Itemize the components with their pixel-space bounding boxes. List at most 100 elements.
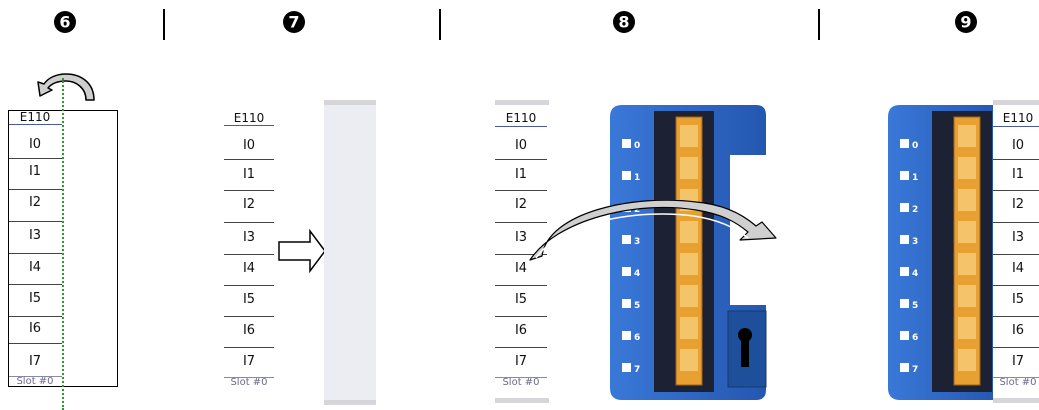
module-header-label: E110 xyxy=(19,110,51,124)
label-divider xyxy=(9,316,62,317)
svg-text:1: 1 xyxy=(912,173,918,183)
input-label-i1: I1 xyxy=(28,164,42,179)
input-label-i6: I6 xyxy=(242,323,256,338)
label-divider xyxy=(9,284,62,285)
input-label-i7: I7 xyxy=(514,354,528,369)
svg-text:5: 5 xyxy=(912,301,918,311)
step-6-panel: E110 I0 I1 I2 I3 I4 I5 I6 I7 Slot #0 xyxy=(0,0,160,410)
label-divider xyxy=(993,159,1039,160)
step-8-panel: E110 I0 I1 I2 I3 I4 I5 I6 I7 Slot #0 xyxy=(495,100,777,403)
label-divider xyxy=(224,316,274,317)
label-divider xyxy=(9,253,62,254)
input-label-i2: I2 xyxy=(514,197,528,212)
header-divider xyxy=(224,125,274,126)
slot-label: Slot #0 xyxy=(999,377,1037,388)
svg-text:5: 5 xyxy=(634,301,640,311)
input-label-i0: I0 xyxy=(1011,138,1025,153)
slot-divider xyxy=(495,377,547,378)
divider xyxy=(439,9,441,40)
svg-text:8: 8 xyxy=(618,13,629,32)
inserted-label-strip xyxy=(993,100,1039,403)
label-divider xyxy=(224,222,274,223)
push-arrow-icon xyxy=(278,228,326,274)
label-divider xyxy=(495,347,547,348)
input-label-i5: I5 xyxy=(28,291,42,306)
input-label-i5: I5 xyxy=(242,292,256,307)
input-label-i5: I5 xyxy=(514,292,528,307)
input-label-i7: I7 xyxy=(242,354,256,369)
input-label-i2: I2 xyxy=(1011,197,1025,212)
divider xyxy=(163,9,165,40)
input-label-i3: I3 xyxy=(514,230,528,245)
input-label-i1: I1 xyxy=(242,167,256,182)
module-header-label: E110 xyxy=(233,111,265,125)
slot-divider xyxy=(9,376,62,377)
label-divider xyxy=(993,316,1039,317)
label-divider xyxy=(9,343,62,344)
input-label-i4: I4 xyxy=(28,260,42,275)
strip-top-cap xyxy=(495,100,549,105)
input-label-i2: I2 xyxy=(242,197,256,212)
input-label-i5: I5 xyxy=(1011,292,1025,307)
input-label-i2: I2 xyxy=(28,195,42,210)
header-divider xyxy=(9,124,62,125)
step-7-number: 7 xyxy=(283,11,305,33)
label-divider xyxy=(9,221,62,222)
input-label-i1: I1 xyxy=(1011,167,1025,182)
label-divider xyxy=(495,222,547,223)
step-8-number: 8 xyxy=(613,11,635,33)
svg-text:0: 0 xyxy=(634,141,640,151)
module-header-label: E110 xyxy=(505,111,537,125)
svg-text:6: 6 xyxy=(59,13,70,32)
input-label-i4: I4 xyxy=(514,261,528,276)
svg-text:3: 3 xyxy=(634,237,640,247)
input-label-i4: I4 xyxy=(1011,261,1025,276)
label-divider xyxy=(224,190,274,191)
input-label-i3: I3 xyxy=(1011,230,1025,245)
swing-arrow-icon xyxy=(529,200,777,261)
slot-divider xyxy=(224,377,274,378)
label-divider xyxy=(224,254,274,255)
svg-text:7: 7 xyxy=(912,365,918,375)
input-label-i6: I6 xyxy=(514,323,528,338)
svg-text:1: 1 xyxy=(634,173,640,183)
header-divider xyxy=(993,126,1039,127)
module-header-label: E110 xyxy=(1002,111,1034,125)
svg-text:7: 7 xyxy=(288,13,299,32)
label-divider xyxy=(993,190,1039,191)
label-divider xyxy=(993,285,1039,286)
label-divider xyxy=(224,159,274,160)
input-label-i4: I4 xyxy=(242,261,256,276)
input-label-i7: I7 xyxy=(1011,354,1025,369)
label-divider xyxy=(495,190,547,191)
label-divider xyxy=(993,254,1039,255)
rotate-arrow-icon xyxy=(37,73,95,101)
label-divider xyxy=(495,159,547,160)
label-divider xyxy=(993,222,1039,223)
step-7-panel: E110 I0 I1 I2 I3 I4 I5 I6 I7 Slot #0 xyxy=(0,0,430,410)
strip-bottom-cap xyxy=(495,398,549,403)
divider xyxy=(818,9,820,40)
input-label-i6: I6 xyxy=(1011,323,1025,338)
svg-text:7: 7 xyxy=(634,365,640,375)
slot-divider xyxy=(993,377,1039,378)
header-divider xyxy=(495,126,547,127)
input-label-i3: I3 xyxy=(242,230,256,245)
step-6-number: 6 xyxy=(54,11,76,33)
svg-text:3: 3 xyxy=(912,237,918,247)
label-divider xyxy=(224,285,274,286)
svg-text:4: 4 xyxy=(912,269,918,279)
slot-label: Slot #0 xyxy=(230,377,268,388)
svg-text:6: 6 xyxy=(912,333,918,343)
svg-text:0: 0 xyxy=(912,141,918,151)
fold-guide-line xyxy=(62,78,64,410)
svg-text:9: 9 xyxy=(960,13,971,32)
input-label-i1: I1 xyxy=(514,167,528,182)
input-label-i0: I0 xyxy=(242,138,256,153)
label-divider xyxy=(495,254,547,255)
empty-label-slot xyxy=(324,100,376,405)
input-label-i3: I3 xyxy=(28,228,42,243)
label-divider xyxy=(993,347,1039,348)
